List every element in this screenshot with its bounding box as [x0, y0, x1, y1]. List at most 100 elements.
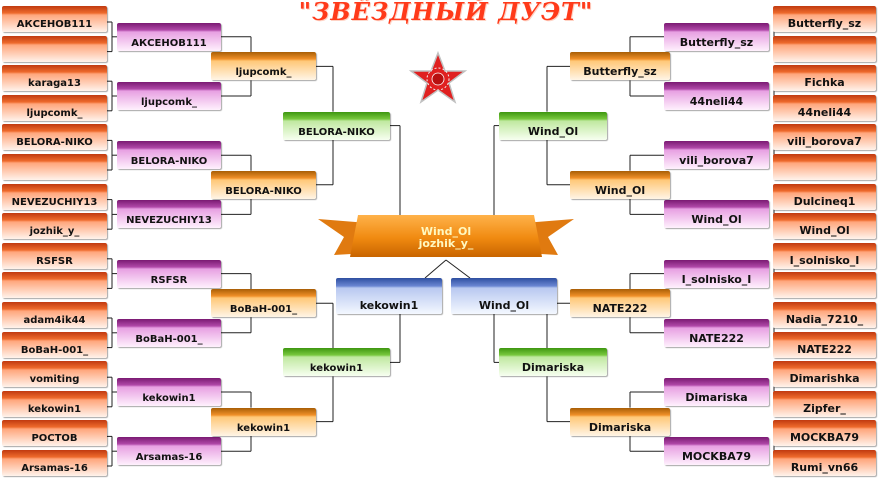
left-round2-slot-5: RSFSR — [117, 259, 221, 288]
player-name: Wind_Ol — [691, 213, 742, 227]
player-name: RSFSR — [36, 255, 73, 267]
player-name: Nadia_7210_ — [785, 313, 864, 326]
left-round4-slot-1: BELORA-NIKO — [283, 111, 390, 140]
left-round1-slot-16: Arsamas-16 — [2, 450, 107, 476]
right-round4-slot-1: Wind_Ol — [499, 111, 607, 140]
player-name: BELORA-NIKO — [298, 126, 375, 138]
player-name: Butterfly_sz — [787, 17, 862, 30]
left-round1-slot-8: jozhik_y_ — [2, 213, 107, 240]
left-round2-slot-2: ljupcomk_ — [117, 82, 221, 110]
player-name: Butterfly_sz — [583, 65, 657, 79]
player-name: 44neli44 — [797, 105, 852, 119]
player-name: АКСЕНОВ111 — [131, 37, 207, 49]
right-round2-slot-3: vili_borova7 — [664, 141, 769, 170]
player-name: Butterfly_sz — [679, 35, 754, 49]
right-round1-slot-12: NATE222 — [773, 331, 876, 358]
left-round2-slot-4: NEVEZUCHIY13 — [117, 200, 221, 229]
right-round4-slot-2: Dimariska — [499, 348, 607, 377]
left-round2-slot-3: BELORA-NIKO — [117, 141, 221, 170]
player-name: kekowin1 — [142, 393, 196, 404]
right-round2-slot-6: NATE222 — [664, 318, 769, 347]
left-round2-slot-1: АКСЕНОВ111 — [117, 22, 221, 51]
final-result: Wind_Ol jozhik_y_ — [380, 226, 512, 250]
right-semifinal-slot-1: Wind_Ol — [451, 278, 557, 314]
left-round1-slot-13: vomiting — [2, 361, 107, 388]
player-name: Wind_Ol — [478, 299, 530, 312]
final-winner: Wind_Ol — [420, 225, 472, 238]
right-round1-slot-7: Dulcineq1 — [773, 183, 876, 210]
player-name: Wind_Ol — [527, 124, 579, 138]
player-name: 44neli44 — [689, 95, 744, 108]
left-round1-slot-6 — [2, 154, 107, 180]
right-round1-slot-11: Nadia_7210_ — [773, 302, 876, 328]
player-name: ljupcomk_ — [26, 107, 83, 119]
player-name: Wind_Ol — [594, 183, 646, 197]
player-name: vili_borova7 — [679, 154, 754, 168]
left-round3-slot-3: BoBaH-001_ — [211, 289, 316, 318]
right-round1-slot-2 — [773, 35, 876, 62]
player-name: BELORA-NIKO — [130, 156, 208, 168]
page-title: "ЗВЁЗДНЫЙ ДУЭТ" — [298, 0, 594, 26]
player-name: Dimariska — [521, 361, 585, 375]
player-name: NEVEZUCHIY13 — [11, 196, 98, 208]
player-name: Arsamas-16 — [21, 463, 88, 474]
right-round1-slot-15: MOCKBA79 — [773, 420, 876, 447]
player-name: NATE222 — [797, 342, 852, 356]
player-name: vomiting — [29, 374, 80, 386]
banner-ribbon-icon — [318, 215, 574, 257]
player-name: Dimarishka — [789, 372, 860, 386]
left-round1-slot-11: adam4ik44 — [2, 302, 107, 328]
red-star-icon — [408, 50, 468, 104]
player-name: I_solnisko_I — [681, 272, 752, 286]
right-round1-slot-5: vili_borova7 — [773, 124, 876, 151]
player-name: kekowin1 — [309, 363, 364, 375]
right-round3-slot-4: Dimariska — [570, 407, 670, 436]
player-name: BoBaH-001_ — [135, 333, 203, 345]
right-round1-slot-3: Fichka — [773, 65, 876, 92]
right-round2-slot-5: I_solnisko_I — [664, 259, 769, 288]
right-round1-slot-14: Zipfer_ — [773, 390, 876, 417]
left-round2-slot-7: kekowin1 — [117, 378, 221, 406]
player-name: kekowin1 — [359, 299, 419, 312]
right-round2-slot-8: MOCKBA79 — [664, 437, 769, 466]
player-name: kekowin1 — [27, 403, 82, 415]
player-name: ljupcomk_ — [235, 67, 292, 79]
left-round1-slot-15: POCTOB — [2, 420, 107, 447]
player-name: vili_borova7 — [787, 135, 862, 149]
right-round2-slot-1: Butterfly_sz — [664, 22, 769, 51]
right-round3-slot-3: NATE222 — [570, 289, 670, 318]
right-round1-slot-10 — [773, 272, 876, 299]
left-round1-slot-1: АКСЕНОВ111 — [2, 6, 107, 32]
right-round3-slot-1: Butterfly_sz — [570, 52, 670, 81]
player-name: BoBaH-001_ — [229, 304, 298, 316]
left-round4-slot-2: kekowin1 — [283, 348, 390, 377]
player-name: BELORA-NIKO — [16, 137, 93, 149]
final-runner-up: jozhik_y_ — [418, 237, 474, 250]
left-round1-slot-3: karaga13 — [2, 65, 107, 92]
left-round2-slot-6: BoBaH-001_ — [117, 318, 221, 347]
player-name: kekowin1 — [236, 422, 291, 434]
right-round1-slot-4: 44neli44 — [773, 94, 876, 121]
left-round3-slot-2: BELORA-NIKO — [211, 170, 316, 199]
player-name: karaga13 — [28, 78, 81, 90]
right-round2-slot-4: Wind_Ol — [664, 200, 769, 229]
player-name: Wind_Ol — [799, 224, 850, 238]
left-round2-slot-8: Arsamas-16 — [117, 437, 221, 466]
right-round3-slot-2: Wind_Ol — [570, 170, 670, 199]
left-round1-slot-9: RSFSR — [2, 242, 107, 269]
left-round1-slot-2 — [2, 35, 107, 62]
right-round2-slot-7: Dimariska — [664, 378, 769, 406]
player-name: BoBaH-001_ — [20, 344, 89, 356]
right-round2-slot-2: 44neli44 — [664, 82, 769, 110]
player-name: I_solnisko_I — [789, 253, 860, 267]
left-round1-slot-7: NEVEZUCHIY13 — [2, 183, 107, 210]
right-round1-slot-6 — [773, 154, 876, 180]
right-round1-slot-16: Rumi_vn66 — [773, 450, 876, 476]
player-name: MOCKBA79 — [789, 431, 860, 445]
right-round1-slot-8: Wind_Ol — [773, 213, 876, 240]
right-round1-slot-9: I_solnisko_I — [773, 242, 876, 269]
left-round1-slot-12: BoBaH-001_ — [2, 331, 107, 358]
player-name: ljupcomk_ — [140, 97, 197, 108]
right-round1-slot-13: Dimarishka — [773, 361, 876, 388]
player-name: АКСЕНОВ111 — [16, 19, 93, 30]
